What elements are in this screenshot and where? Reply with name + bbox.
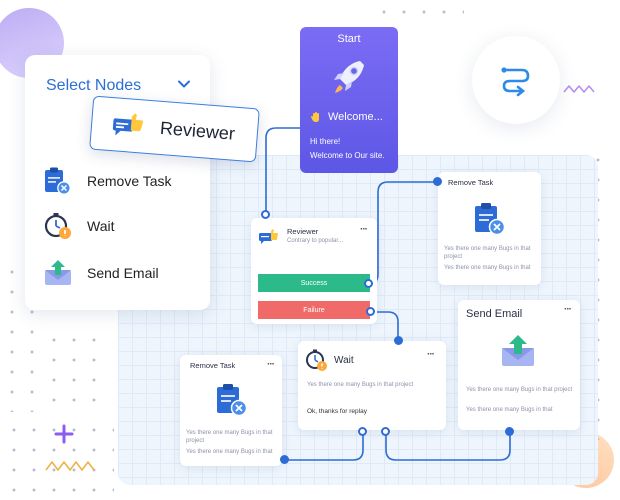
connector-port[interactable] xyxy=(364,279,373,288)
connector-port[interactable] xyxy=(261,210,270,219)
clipboard-remove-icon xyxy=(475,203,506,236)
chip-label: Reviewer xyxy=(159,117,236,144)
envelope-upload-icon xyxy=(45,260,71,285)
reviewer-title: Reviewer xyxy=(287,227,319,236)
dragged-reviewer-chip[interactable]: Reviewer xyxy=(89,95,260,163)
wait-node[interactable]: Wait ··· Yes there one many Bugs in that… xyxy=(298,341,446,430)
stopwatch-icon xyxy=(44,213,71,239)
reviewer-subtitle: Contrary to popular... xyxy=(287,238,344,244)
panel-item-send-email[interactable]: Send Email xyxy=(43,258,159,288)
remove-task-title: Remove Task xyxy=(448,178,494,187)
plus-icon xyxy=(54,424,74,444)
wait-title: Wait xyxy=(334,355,354,366)
more-icon[interactable]: ··· xyxy=(267,359,275,370)
dot-grid xyxy=(44,330,104,410)
panel-item-remove-task[interactable]: Remove Task xyxy=(43,166,172,196)
reviewer-node[interactable]: Reviewer Contrary to popular... ··· Succ… xyxy=(251,218,377,324)
wait-reply-text: Ok, thanks for replay xyxy=(307,408,367,415)
failure-button[interactable]: Failure xyxy=(258,301,370,319)
connector-port[interactable] xyxy=(381,427,390,436)
panel-item-label: Send Email xyxy=(87,265,159,281)
more-icon[interactable]: ··· xyxy=(564,304,572,315)
start-message-line2: Welcome to Our site. xyxy=(310,151,385,160)
rocket-icon xyxy=(334,61,364,93)
thumbs-up-chat-icon xyxy=(259,229,278,244)
dot-grid xyxy=(374,2,464,26)
remove-task-text: Yes there one many Bugs in that project xyxy=(444,246,531,260)
connector-port[interactable] xyxy=(433,177,442,186)
remove-task-node[interactable]: Remove Task ··· Yes there one many Bugs … xyxy=(180,355,282,466)
panel-title: Select Nodes xyxy=(46,77,142,94)
stopwatch-icon xyxy=(306,349,327,371)
connector-port[interactable] xyxy=(280,455,289,464)
send-email-text: Yes there one many Bugs in that xyxy=(466,407,553,413)
remove-task-text: Yes there one many Bugs in that xyxy=(186,449,273,455)
zigzag-decoration xyxy=(45,461,95,471)
panel-item-label: Wait xyxy=(87,218,115,234)
route-icon xyxy=(501,67,530,97)
clipboard-remove-icon xyxy=(217,384,248,417)
panel-item-wait[interactable]: Wait xyxy=(43,211,114,241)
connector-port[interactable] xyxy=(505,427,514,436)
chevron-down-icon[interactable] xyxy=(177,77,191,91)
start-welcome: Welcome... xyxy=(310,111,383,123)
start-title: Start xyxy=(337,33,361,45)
panel-item-label: Remove Task xyxy=(87,173,172,189)
welcome-text: Welcome... xyxy=(328,111,383,123)
connector-port[interactable] xyxy=(358,427,367,436)
send-email-node[interactable]: Send Email ··· Yes there one many Bugs i… xyxy=(458,300,580,430)
send-email-text: Yes there one many Bugs in that project xyxy=(466,387,573,393)
more-icon[interactable]: ··· xyxy=(427,349,435,360)
select-nodes-panel: Select Nodes Remove Task Wait S xyxy=(25,55,210,310)
start-message-line1: Hi there! xyxy=(310,137,341,146)
connector-port[interactable] xyxy=(366,307,375,316)
remove-task-node[interactable]: Remove Task Yes there one many Bugs in t… xyxy=(438,172,541,285)
clipboard-remove-icon xyxy=(45,167,71,195)
remove-task-text: Yes there one many Bugs in that project xyxy=(186,430,273,444)
remove-task-title: Remove Task xyxy=(190,361,236,370)
waving-hand-icon xyxy=(311,112,319,122)
connector-port[interactable] xyxy=(394,336,403,345)
route-button[interactable] xyxy=(472,36,560,124)
start-node[interactable]: Start Welcome... Hi there! Welcome to Ou… xyxy=(300,27,398,173)
thumbs-up-chat-icon xyxy=(112,113,144,136)
envelope-upload-icon xyxy=(502,335,534,366)
send-email-title: Send Email xyxy=(466,308,523,320)
remove-task-text: Yes there one many Bugs in that xyxy=(444,265,531,271)
success-button[interactable]: Success xyxy=(258,274,370,292)
wait-text: Yes there one many Bugs in that project xyxy=(307,382,414,388)
zigzag-decoration xyxy=(563,85,595,93)
more-icon[interactable]: ··· xyxy=(360,224,368,235)
